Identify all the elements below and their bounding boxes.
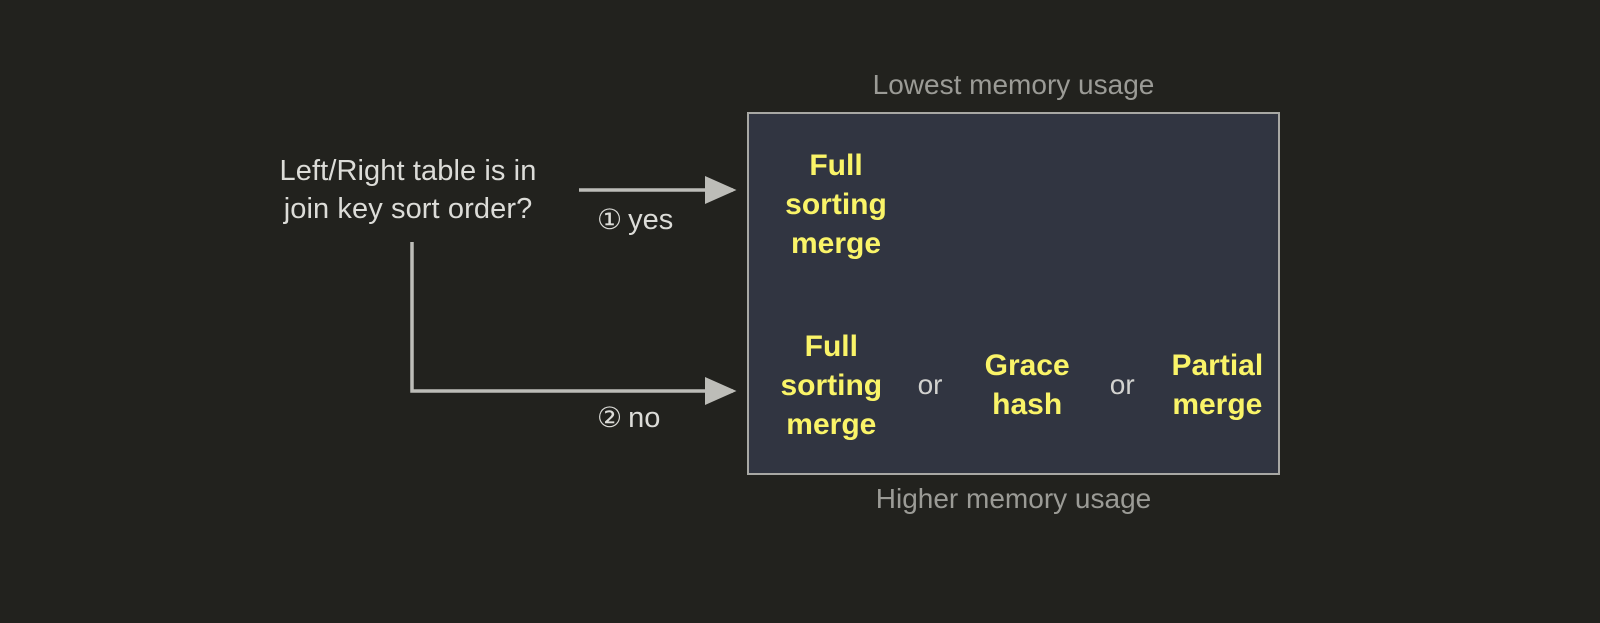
branch-marker-1: ①	[597, 204, 623, 235]
outcomes-panel: Full sorting merge Full sorting merge or…	[747, 112, 1280, 475]
outcome-partial-merge: Partial merge	[1171, 349, 1264, 421]
arrow-no-path	[410, 242, 737, 405]
outcome-full-sorting-merge-top: Full sorting merge	[785, 148, 887, 260]
branch-text-1: yes	[628, 204, 674, 236]
branch-text-2: no	[628, 402, 661, 434]
outcome-separator-2: or	[1109, 369, 1135, 400]
outcome-separator-1: or	[917, 369, 943, 400]
outcome-full-sorting-merge-bottom: Full sorting merge	[780, 329, 883, 441]
outcome-row-unsorted: Full sorting merge or Grace hash or Part…	[749, 310, 1278, 460]
outcome-row-sorted: Full sorting merge	[749, 134, 1278, 274]
caption-lowest-memory: Lowest memory usage	[872, 69, 1155, 100]
decision-question: Left/Right table is in join key sort ord…	[279, 155, 537, 225]
caption-higher-memory: Higher memory usage	[875, 483, 1152, 514]
branch-marker-2: ②	[597, 402, 623, 433]
outcome-grace-hash: Grace hash	[984, 349, 1070, 421]
